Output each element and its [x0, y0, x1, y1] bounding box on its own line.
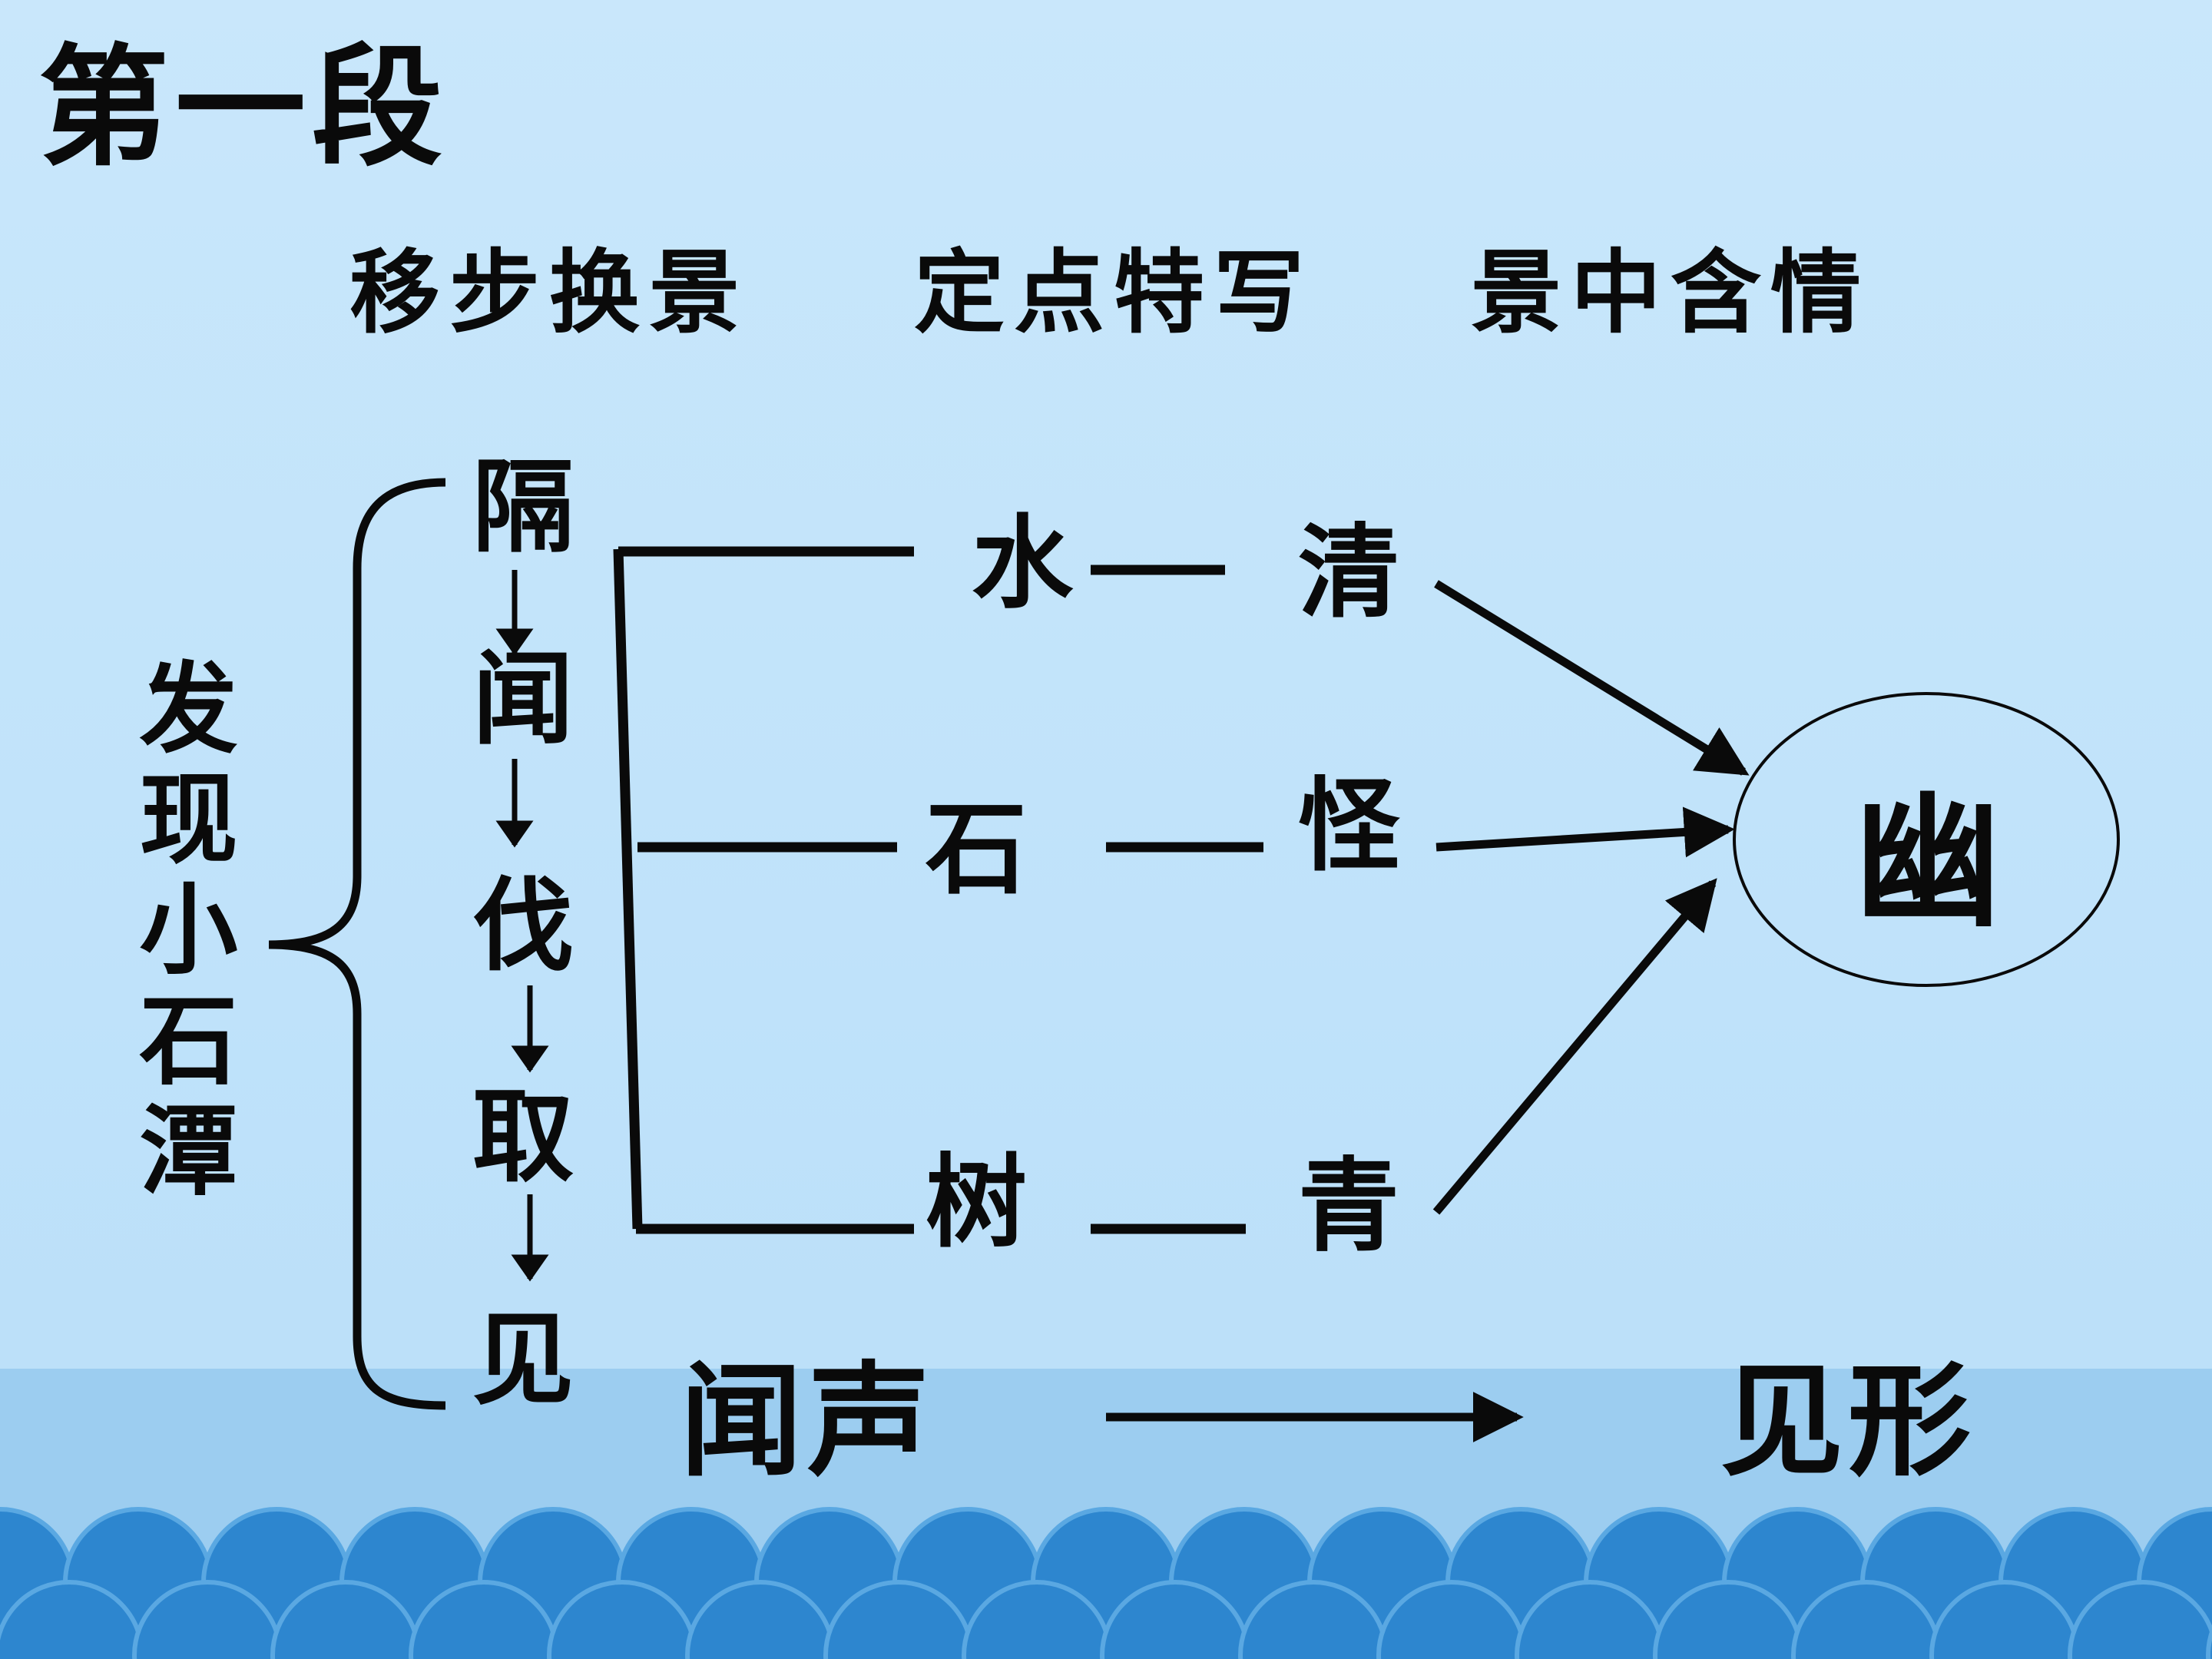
conclusion-label: 幽: [1855, 777, 2002, 948]
arrow-green-to-conclusion: [1432, 878, 1717, 1215]
arrow-clear-to-conclusion: [1434, 580, 1750, 776]
arrow-strange-to-conclusion: [1435, 806, 1735, 858]
sequence-item: 闻: [472, 640, 574, 759]
subtitle-1: 移步换景: [349, 239, 750, 346]
wave-decoration: [0, 1507, 2212, 1659]
connector-vertical: [613, 548, 643, 1230]
sequence-item: 见: [472, 1300, 574, 1419]
wave-scallop: [2068, 1580, 2212, 1659]
bottom-from-label: 闻声: [680, 1349, 935, 1493]
conclusion-ellipse: [1733, 692, 2120, 987]
slide-title: 第一段: [38, 31, 449, 184]
left-brace: [268, 478, 446, 1410]
vertical-label: 发现小石潭: [122, 657, 237, 1210]
subtitle-3: 景中含情: [1471, 239, 1871, 346]
subtitle-2: 定点特写: [914, 239, 1314, 346]
bottom-to-label: 见形: [1720, 1349, 1976, 1493]
sequence-item: 取: [472, 1078, 574, 1197]
object-label: 树: [926, 1143, 1027, 1262]
object-label: 石: [926, 790, 1027, 909]
quality-label: 怪: [1298, 767, 1399, 886]
wave-scallop: [2206, 1625, 2212, 1659]
sequence-item: 伐: [472, 866, 574, 985]
object-label: 水: [972, 504, 1073, 623]
quality-label: 青: [1298, 1147, 1399, 1266]
sequence-item: 隔: [472, 448, 574, 567]
quality-label: 清: [1298, 513, 1399, 632]
